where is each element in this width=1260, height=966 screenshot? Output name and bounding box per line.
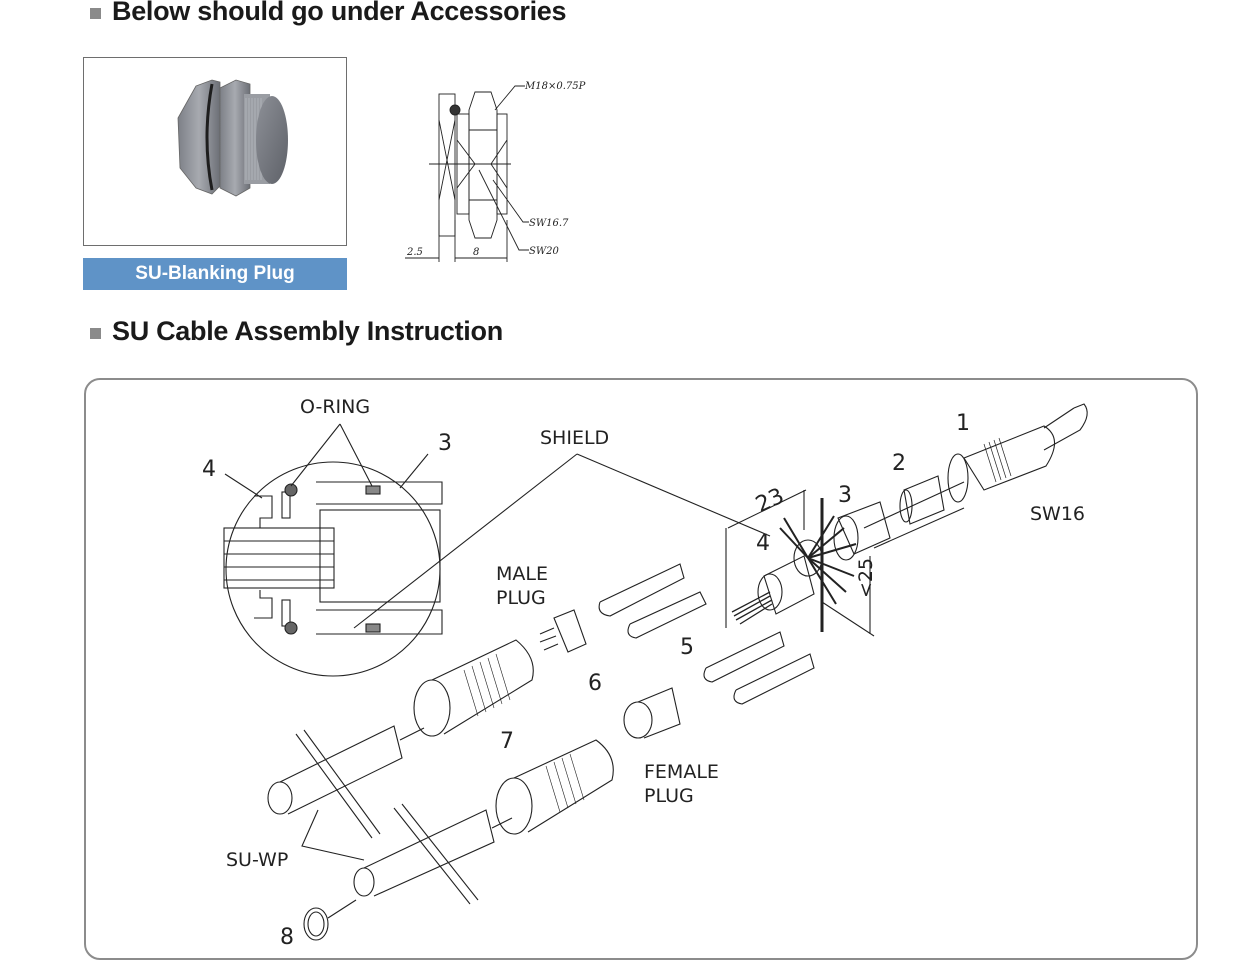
su-wp-tool-lower bbox=[353, 803, 513, 905]
assembly-instruction-panel: O-RING SHIELD MALE PLUG FEMALE PLUG SU-W… bbox=[84, 378, 1198, 960]
part-number-6: 6 bbox=[588, 671, 602, 696]
part-number-5: 5 bbox=[680, 635, 694, 660]
bullet-icon bbox=[90, 7, 101, 19]
part-number-1: 1 bbox=[956, 411, 970, 436]
part-number-3: 3 bbox=[838, 483, 852, 508]
blanking-plug-caption: SU-Blanking Plug bbox=[83, 258, 347, 290]
shield-label: SHIELD bbox=[540, 427, 609, 449]
dim-23-label: 23 bbox=[752, 484, 788, 518]
part-number-8: 8 bbox=[280, 925, 294, 950]
sw20-label: SW20 bbox=[529, 246, 559, 257]
shield-braid bbox=[731, 498, 857, 632]
female-plug-label-line1: FEMALE bbox=[644, 761, 719, 783]
sw167-label: SW16.7 bbox=[529, 218, 569, 229]
cable-with-nut bbox=[833, 403, 1088, 561]
assembly-heading-text: SU Cable Assembly Instruction bbox=[112, 316, 503, 346]
dim-2-5-label: 2.5 bbox=[406, 247, 423, 258]
detail-part-number-3: 3 bbox=[438, 431, 452, 456]
thread-spec-label: M18×0.75P bbox=[524, 81, 586, 92]
male-insert-6 bbox=[539, 609, 587, 653]
blanking-plug-icon bbox=[177, 79, 288, 197]
bullet-icon bbox=[90, 327, 101, 339]
accessories-heading: Below should go under Accessories bbox=[90, 0, 567, 27]
part-number-7: 7 bbox=[500, 729, 514, 754]
su-wp-tool-upper bbox=[267, 725, 425, 839]
dim-8-label: 8 bbox=[473, 247, 479, 258]
shell-halves-5 bbox=[598, 563, 815, 705]
o-ring-8 bbox=[303, 907, 329, 941]
detail-part-number-4: 4 bbox=[202, 457, 216, 482]
sw16-label: SW16 bbox=[1030, 503, 1085, 525]
dim-25-label: <25 bbox=[855, 558, 877, 598]
detail-circle bbox=[225, 461, 441, 677]
female-plug-body bbox=[495, 739, 614, 835]
blanking-plug-image bbox=[83, 57, 347, 246]
su-wp-label: SU-WP bbox=[226, 849, 288, 871]
male-plug-label-line2: PLUG bbox=[496, 587, 546, 609]
male-plug-body-7 bbox=[413, 639, 534, 737]
cross-section-detail bbox=[223, 481, 443, 635]
o-ring-label: O-RING bbox=[300, 396, 370, 418]
male-plug-label-line1: MALE bbox=[496, 563, 548, 585]
part-number-4: 4 bbox=[756, 531, 770, 556]
assembly-heading: SU Cable Assembly Instruction bbox=[90, 316, 503, 347]
female-plug-label-line2: PLUG bbox=[644, 785, 694, 807]
assembly-diagram: O-RING SHIELD MALE PLUG FEMALE PLUG SU-W… bbox=[202, 396, 1088, 950]
part-number-2: 2 bbox=[892, 451, 906, 476]
blanking-plug-dimension-drawing: M18×0.75P SW16.7 SW20 2.5 8 bbox=[395, 70, 605, 270]
technical-drawing-icon: M18×0.75P SW16.7 SW20 2.5 8 bbox=[405, 81, 586, 262]
accessories-heading-text: Below should go under Accessories bbox=[112, 0, 567, 26]
female-insert bbox=[623, 687, 681, 739]
